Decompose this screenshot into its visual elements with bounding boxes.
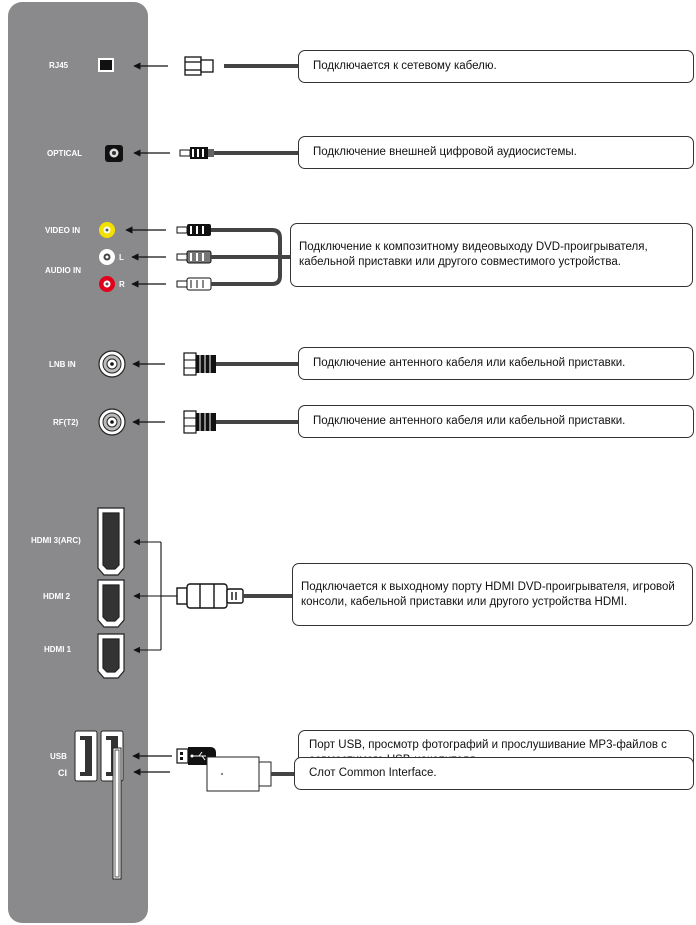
tv-back-panel [8, 2, 148, 923]
hdmi-port-icon [97, 507, 125, 679]
coax-jack-icon [98, 408, 126, 436]
optical-jack-icon [105, 145, 123, 162]
label-audio-l: L [119, 253, 124, 262]
desc-rj45: Подключается к сетевому кабелю. [298, 50, 694, 83]
hdmi-plug-icon [176, 583, 244, 609]
desc-optical: Подключение внешней цифровой аудиосистем… [298, 136, 694, 169]
rj45-jack-icon [98, 58, 114, 72]
desc-rf: Подключение антенного кабеля или кабельн… [298, 405, 694, 438]
label-rj45: RJ45 [49, 61, 69, 70]
rca-plug-icon [176, 224, 212, 291]
coax-jack-icon [98, 350, 126, 378]
label-audio-r: R [119, 280, 125, 289]
label-video-in: VIDEO IN [45, 226, 81, 235]
label-audio-in: AUDIO IN [45, 266, 81, 275]
label-rf-t2: RF(T2) [53, 418, 79, 427]
label-optical: OPTICAL [47, 149, 83, 158]
optical-plug-icon [179, 147, 214, 159]
ci-slot-icon [112, 747, 122, 880]
desc-lnb: Подключение антенного кабеля или кабельн… [298, 347, 694, 380]
coax-plug-icon [183, 410, 216, 434]
ethernet-plug-icon [184, 56, 214, 76]
desc-hdmi: Подключается к выходному порту HDMI DVD-… [292, 563, 693, 626]
coax-plug-icon [183, 352, 216, 376]
ci-card-icon [206, 756, 272, 792]
label-hdmi2: HDMI 2 [43, 592, 71, 601]
label-lnb-in: LNB IN [49, 360, 76, 369]
label-usb: USB [50, 752, 67, 761]
label-ci: CI [58, 768, 67, 778]
label-hdmi1: HDMI 1 [44, 645, 72, 654]
desc-av: Подключение к композитному видеовыходу D… [290, 223, 693, 287]
label-hdmi3: HDMI 3(ARC) [31, 536, 81, 545]
rca-jack-icon [99, 222, 115, 292]
desc-ci: Слот Common Interface. [294, 757, 694, 790]
